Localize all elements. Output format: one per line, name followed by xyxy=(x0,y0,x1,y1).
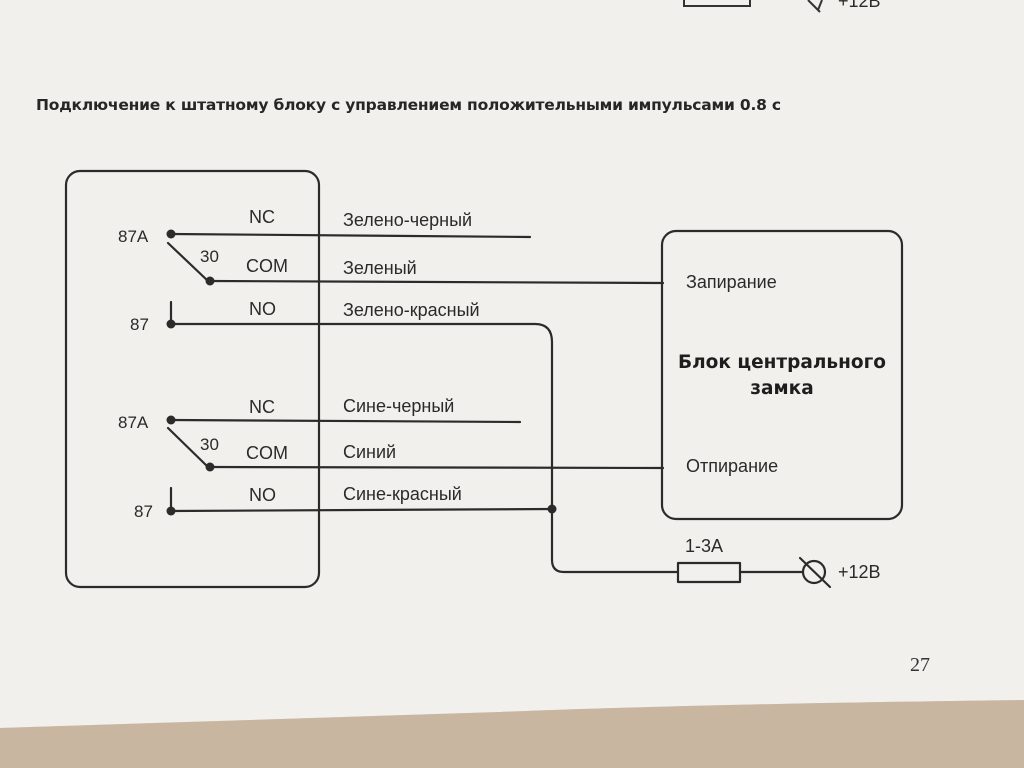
relay1-contact-com: COM xyxy=(246,256,288,276)
unlock-input-label: Отпирание xyxy=(686,456,779,476)
page-number: 27 xyxy=(910,654,930,676)
lock-input-label: Запирание xyxy=(686,272,777,292)
wire-relay1-nc xyxy=(169,232,532,239)
relay1-switch-arm xyxy=(166,241,210,283)
relay2-wire-no-label: Сине-красный xyxy=(343,484,462,504)
relay2-wire-com-label: Синий xyxy=(343,442,397,462)
relay1-wire-com-label: Зеленый xyxy=(343,258,417,278)
previous-fuse-fragment xyxy=(683,0,751,7)
relay1-87-dot xyxy=(166,319,176,329)
relay1-pin-87a: 87A xyxy=(118,227,149,246)
relay2-87-dot xyxy=(166,506,176,516)
relay1-30-dot xyxy=(205,276,215,286)
relay1-87a-dot xyxy=(166,229,176,239)
relay2-contact-com: COM xyxy=(246,443,288,463)
relay1-contact-no: NO xyxy=(249,299,276,319)
relay1-wire-no-label: Зелено-красный xyxy=(343,300,480,320)
central-lock-block xyxy=(660,229,904,521)
relay1-pin-87: 87 xyxy=(130,315,149,334)
previous-terminal-fragment-2 xyxy=(817,0,823,11)
wire-relay2-no xyxy=(169,507,555,513)
relay2-pin-30: 30 xyxy=(200,435,219,454)
wire-relay2-com xyxy=(208,465,665,470)
wire-relay2-nc xyxy=(169,418,522,424)
table-surface xyxy=(0,700,1024,768)
relay1-wire-nc-label: Зелено-черный xyxy=(343,210,473,230)
power-terminal-icon xyxy=(801,559,827,585)
relay2-30-dot xyxy=(205,462,215,472)
relay1-contact-nc: NC xyxy=(249,207,275,227)
previous-power-label: +12В xyxy=(838,0,881,11)
relay2-87a-dot xyxy=(166,415,176,425)
relay-module-box xyxy=(64,169,321,589)
relay2-pin-87: 87 xyxy=(134,502,153,521)
relay2-wire-nc-label: Сине-черный xyxy=(343,396,455,416)
relay2-pin-87a: 87A xyxy=(118,413,149,432)
page-title: Подключение к штатному блоку с управлени… xyxy=(36,96,781,114)
relay2-contact-no: NO xyxy=(249,485,276,505)
paper-sheet xyxy=(0,0,1024,728)
wire-relay1-com xyxy=(208,279,665,285)
central-lock-title: Блок центрального замка xyxy=(678,352,886,399)
relay2-switch-arm xyxy=(166,426,210,469)
junction-dot xyxy=(547,504,557,514)
relay2-contact-nc: NC xyxy=(249,397,275,417)
relay1-pin-30: 30 xyxy=(200,247,219,266)
power-terminal-slash xyxy=(798,556,832,589)
wire-relay1-no xyxy=(169,322,680,574)
fuse-rating-label: 1-3A xyxy=(685,536,724,556)
power-label: +12В xyxy=(838,562,881,582)
